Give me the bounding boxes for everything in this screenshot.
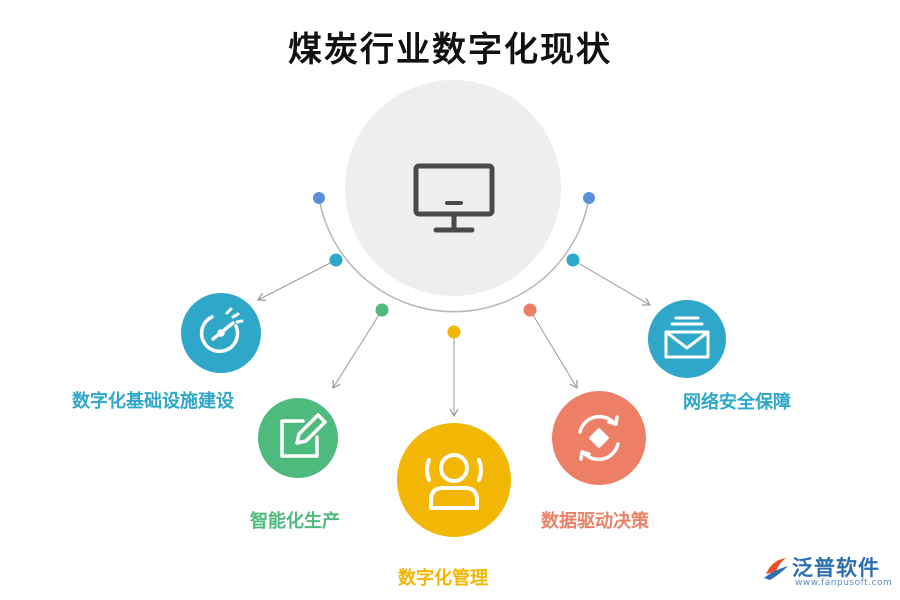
logo-name: 泛普软件: [792, 556, 880, 580]
node-data: [552, 391, 646, 485]
arc-dot-left-end: [313, 192, 325, 204]
node-infra: [181, 293, 261, 373]
center-circle: [345, 80, 561, 296]
speedometer-icon: [199, 307, 244, 354]
arrow-smart: [332, 309, 383, 390]
arc-dot-smart: [375, 303, 389, 317]
label-infra: 数字化基础设施建设: [72, 391, 234, 412]
monitor-icon: [413, 163, 495, 233]
logo-url: www.fanpusoft.com: [795, 578, 893, 588]
arc-dot-right-end: [583, 192, 595, 204]
arrow-data: [529, 309, 578, 390]
label-smart: 智能化生产: [250, 511, 340, 532]
connector-arc: [318, 197, 590, 313]
node-smart: [258, 398, 338, 478]
arc-dot-sec: [566, 253, 580, 267]
arc-dot-mgmt: [447, 325, 461, 339]
node-sec: [648, 300, 726, 378]
mail-envelope-icon: [664, 316, 710, 359]
user-icon: [425, 453, 483, 510]
label-data: 数据驱动决策: [541, 511, 649, 532]
diagram-title: 煤炭行业数字化现状: [288, 30, 612, 70]
arrow-infra: [256, 259, 337, 301]
node-mgmt: [397, 423, 511, 537]
refresh-cycle-icon: [578, 414, 620, 462]
label-sec: 网络安全保障: [683, 392, 791, 413]
logo-mark-icon: [764, 558, 788, 580]
edit-pencil-icon: [280, 413, 327, 458]
arc-dot-infra: [329, 253, 343, 267]
arrow-sec: [572, 259, 652, 306]
arc-dot-data: [523, 303, 537, 317]
brand-logo: 泛普软件 www.fanpusoft.com: [762, 552, 893, 590]
label-mgmt: 数字化管理: [398, 568, 488, 589]
